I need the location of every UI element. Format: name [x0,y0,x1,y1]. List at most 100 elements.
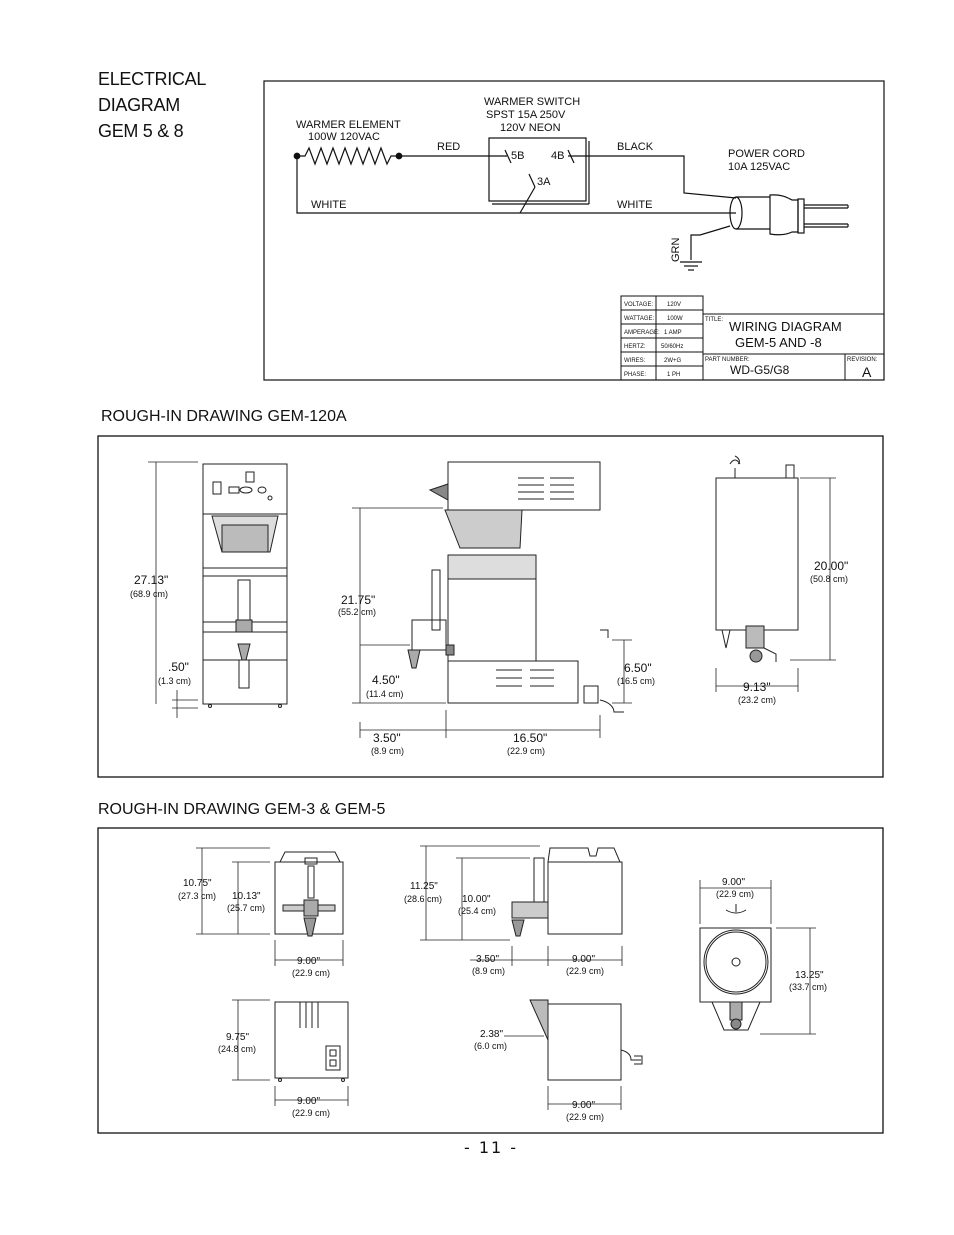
dim-e-10-75-cm: (27.3 cm) [178,891,216,901]
dim-e-13-25: 13.25" [795,970,824,981]
spec-table [620,295,884,381]
dim-e-9-00-e-cm: (22.9 cm) [566,1112,604,1122]
wire-black-label: BLACK [617,141,654,153]
title-label: TITLE: [705,317,723,323]
dim-e-2-38: 2.38" [480,1029,503,1040]
dim-e-3-50-cm: (8.9 cm) [472,966,505,976]
gem35-side-rear-view [529,999,643,1081]
wire-grn-label: GRN [670,238,682,263]
dim-3-50-cm: (8.9 cm) [371,746,404,756]
gem35-top-view [699,904,772,1031]
spec-label-wattage: WATTAGE: [624,316,655,322]
dim-e-9-00-d: 9.00" [297,1096,320,1107]
terminal-3a-label: 3A [537,176,551,188]
gem35-front-view [274,851,344,937]
wiring-diagram-frame [263,80,885,381]
page-number: - 11 - [464,1138,519,1157]
dim-e-9-00-a-cm: (22.9 cm) [292,968,330,978]
dim-9-13-cm: (23.2 cm) [738,695,776,705]
dim-27-13: 27.13" [134,573,168,587]
rough-in-gem35-drawing: 10.75" (27.3 cm) 10.13" (25.7 cm) 9.00" … [97,827,884,1134]
wiring-diagram: WARMER ELEMENT 100W 120VAC WARMER SWITCH… [263,80,885,381]
dim-e-10-00-cm: (25.4 cm) [458,906,496,916]
warmer-element-label-2: 100W 120VAC [308,131,380,143]
spec-value-wattage: 100W [667,316,683,322]
dim-e-10-00: 10.00" [462,894,491,905]
dim-20-00-cm: (50.8 cm) [810,574,848,584]
dim-e-9-00-d-cm: (22.9 cm) [292,1108,330,1118]
dim-e-10-75: 10.75" [183,878,212,889]
warmer-element-label-1: WARMER ELEMENT [296,119,401,131]
dim-lines-gem35-side [420,845,623,966]
gem35-dimension-labels: 10.75" (27.3 cm) 10.13" (25.7 cm) 9.00" … [178,877,827,1122]
dim-e-9-75: 9.75" [226,1032,249,1043]
spec-value-amperage: 1 AMP [664,330,682,336]
dim-lines-gem35-front [196,847,344,966]
power-cord-label-1: POWER CORD [728,148,805,160]
power-cord-label-2: 10A 125VAC [728,161,790,173]
gem120a-side-view [407,461,624,713]
dim-lines-rear [715,477,836,692]
gem35-side-view [511,847,623,937]
dim-e-9-75-cm: (24.8 cm) [218,1044,256,1054]
dim-21-75-cm: (55.2 cm) [338,607,376,617]
dim-e-9-00-e: 9.00" [572,1100,595,1111]
dim-6-50: 6.50" [624,661,652,675]
dim-e-9-00-b: 9.00" [572,954,595,965]
power-cord-symbol [680,194,849,271]
warmer-switch-symbol [488,137,737,214]
spec-label-hertz: HERTZ: [624,344,646,350]
dim-lines-gem35-side-rear [504,1035,622,1110]
dim-e-10-13: 10.13" [232,891,261,902]
revision-label: REVISION: [847,357,878,363]
title-value-2: GEM-5 AND -8 [735,335,822,350]
terminal-4b-label: 4B [551,150,564,162]
wiring-labels: WARMER ELEMENT 100W 120VAC WARMER SWITCH… [296,96,805,262]
warmer-switch-label-1: WARMER SWITCH [484,96,580,108]
gem120a-rear-view [715,455,799,663]
dim-50: .50" [168,660,189,674]
dim-e-10-13-cm: (25.7 cm) [227,903,265,913]
dim-e-3-50: 3.50" [476,954,499,965]
title-value-1: WIRING DIAGRAM [729,319,842,334]
dim-21-75: 21.75" [341,593,375,607]
dim-lines-side [352,507,632,738]
wire-white-right-label: WHITE [617,199,652,211]
warmer-element-symbol [293,146,736,214]
dim-lines-gem35-top [699,880,816,1035]
dim-9-13: 9.13" [743,680,771,694]
part-number-value: WD-G5/G8 [730,363,790,377]
dim-16-50-cm: (22.9 cm) [507,746,545,756]
spec-label-wires: WIRES: [624,358,646,364]
gem120a-front-view [202,463,288,708]
dim-6-50-cm: (16.5 cm) [617,676,655,686]
title-line-1: ELECTRICAL [98,69,207,89]
dim-e-2-38-cm: (6.0 cm) [474,1041,507,1051]
rough-in-gem35-heading: ROUGH-IN DRAWING GEM-3 & GEM-5 [98,801,386,818]
dim-e-9-00-a: 9.00" [297,956,320,967]
title-line-2: DIAGRAM [98,95,180,115]
rough-in-gem35-frame [97,827,884,1134]
spec-label-phase: PHASE: [624,372,646,378]
spec-value-phase: 1 PH [667,372,680,378]
dim-e-11-25: 11.25" [410,881,438,892]
terminal-5b-label: 5B [511,150,524,162]
rough-in-120a-drawing: 27.13" (68.9 cm) .50" (1.3 cm) 21.75" (5… [97,435,884,778]
dim-e-11-25-cm: (28.6 cm) [404,894,442,904]
part-number-label: PART NUMBER: [705,357,750,363]
dim-lines-gem35-rear [232,999,349,1106]
warmer-switch-label-3: 120V NEON [500,122,561,134]
dim-20-00: 20.00" [814,559,848,573]
wire-white-left-label: WHITE [311,199,346,211]
dim-e-13-25-cm: (33.7 cm) [789,982,827,992]
spec-label-amperage: AMPERAGE: [624,330,660,336]
dim-3-50: 3.50" [373,731,401,745]
gem120a-dimension-labels: 27.13" (68.9 cm) .50" (1.3 cm) 21.75" (5… [130,559,848,756]
dim-e-9-00-b-cm: (22.9 cm) [566,966,604,976]
electrical-diagram-title: ELECTRICAL DIAGRAM GEM 5 & 8 [98,66,206,144]
title-block-values: WIRING DIAGRAM GEM-5 AND -8 WD-G5/G8 A [729,319,872,380]
revision-value: A [862,364,872,380]
spec-value-voltage: 120V [667,302,681,308]
wire-red-label: RED [437,141,460,153]
spec-label-voltage: VOLTAGE: [624,302,653,308]
